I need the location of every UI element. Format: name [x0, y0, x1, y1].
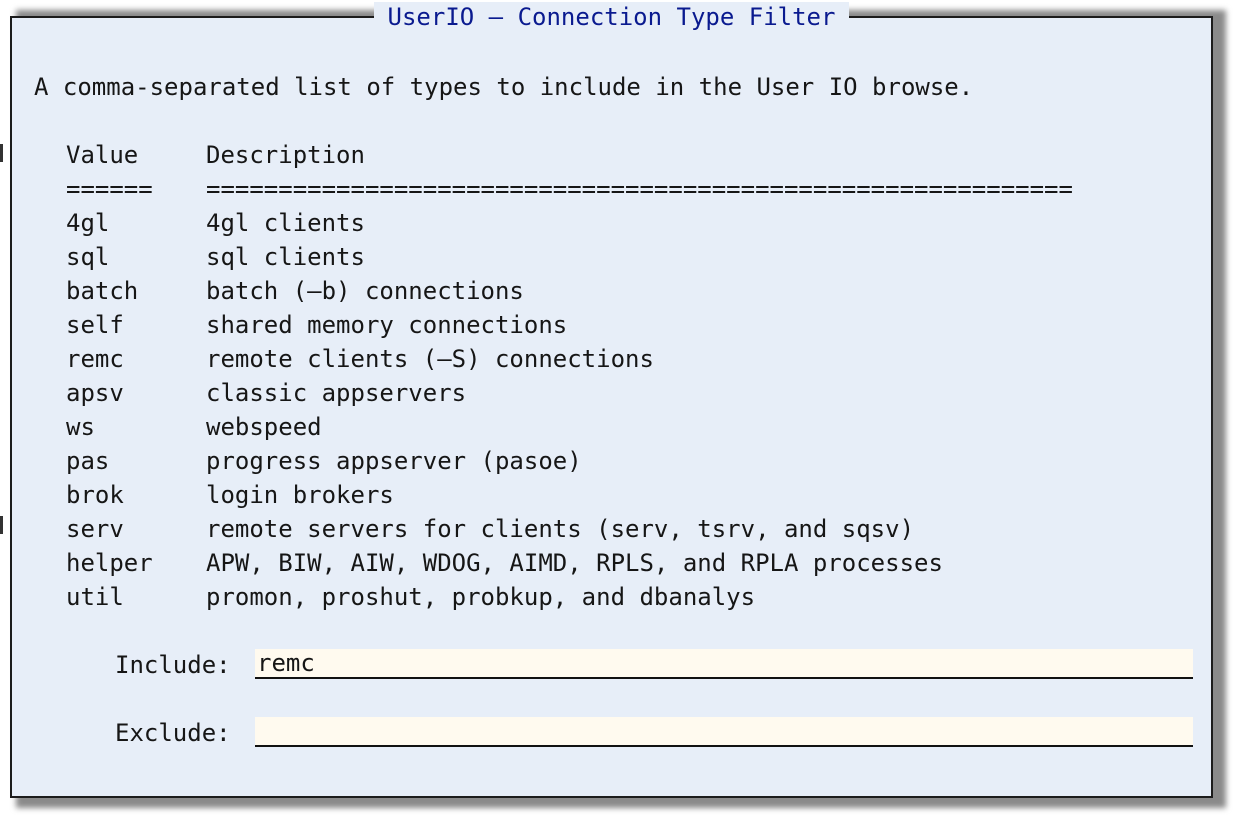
row-description: remote servers for clients (serv, tsrv, … [206, 515, 915, 543]
row-value: 4gl [66, 209, 110, 237]
background-edge-mark [0, 144, 3, 162]
row-value: sql [66, 243, 110, 271]
row-description: promon, proshut, probkup, and dbanalys [206, 583, 756, 611]
row-description: 4gl clients [206, 209, 365, 237]
include-label: Include: [115, 651, 231, 679]
row-description: progress appserver (pasoe) [206, 447, 582, 475]
exclude-label: Exclude: [115, 719, 231, 747]
column-underline-description: ========================================… [206, 175, 1073, 203]
connection-type-filter-dialog: UserIO – Connection Type Filter A comma-… [10, 2, 1213, 798]
row-value: pas [66, 447, 110, 475]
row-description: classic appservers [206, 379, 467, 407]
row-description: shared memory connections [206, 311, 568, 339]
row-value: self [66, 311, 124, 339]
column-underline-value: ====== [66, 175, 153, 203]
row-value: serv [66, 515, 124, 543]
dialog-title-bar: UserIO – Connection Type Filter [12, 2, 1211, 32]
row-value: batch [66, 277, 139, 305]
row-description: APW, BIW, AIW, WDOG, AIMD, RPLS, and RPL… [206, 549, 943, 577]
include-input[interactable] [255, 649, 1193, 679]
intro-text: A comma-separated list of types to inclu… [34, 73, 974, 101]
row-value: ws [66, 413, 95, 441]
row-value: helper [66, 549, 153, 577]
row-value: remc [66, 345, 124, 373]
row-description: remote clients (–S) connections [206, 345, 654, 373]
row-value: apsv [66, 379, 124, 407]
row-description: login brokers [206, 481, 394, 509]
background-edge-mark [0, 516, 3, 534]
row-description: batch (–b) connections [206, 277, 524, 305]
row-description: webspeed [206, 413, 322, 441]
column-header-value: Value [66, 141, 139, 169]
row-value: util [66, 583, 124, 611]
column-header-description: Description [206, 141, 365, 169]
exclude-input[interactable] [255, 717, 1193, 747]
row-value: brok [66, 481, 124, 509]
dialog-title: UserIO – Connection Type Filter [373, 2, 850, 32]
row-description: sql clients [206, 243, 365, 271]
